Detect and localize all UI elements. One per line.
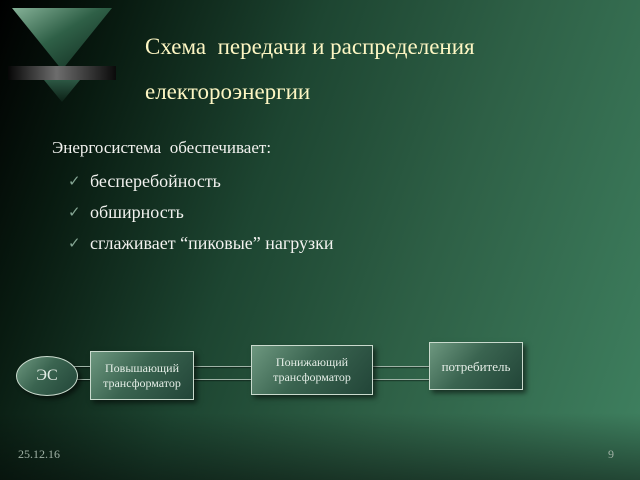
bullet-item: ✓ обширность — [68, 197, 334, 228]
title-line-1: Схема передачи и распределения — [145, 34, 475, 59]
bullet-list: ✓ бесперебойность ✓ обширность ✓ сглажив… — [68, 166, 334, 259]
node-label-line-1: Понижающий — [275, 355, 349, 369]
node-consumer: потребитель — [429, 342, 523, 390]
bullet-item: ✓ сглаживает “пиковые” нагрузки — [68, 228, 334, 259]
bullet-item: ✓ бесперебойность — [68, 166, 334, 197]
node-label-line-2: трансформатор — [273, 370, 351, 384]
bullet-text: сглаживает “пиковые” нагрузки — [90, 233, 334, 253]
slide-title: Схема передачи и распределения електороэ… — [145, 24, 625, 114]
node-step-up-transformer: Повышающий трансформатор — [90, 351, 194, 400]
bullet-text: бесперебойность — [90, 171, 221, 191]
node-label-line-1: Повышающий — [104, 360, 179, 375]
node-label: ЭС — [36, 367, 58, 384]
slide-number: 9 — [608, 447, 614, 461]
check-bullet-icon: ✓ — [68, 205, 81, 221]
check-bullet-icon: ✓ — [68, 236, 81, 252]
triangle-logo-icon — [8, 6, 116, 106]
node-label-line-2: трансформатор — [103, 375, 181, 390]
node-step-down-transformer: Понижающий трансформатор — [251, 345, 373, 395]
node-power-system: ЭС — [16, 356, 78, 396]
node-label: потребитель — [441, 358, 511, 374]
check-bullet-icon: ✓ — [68, 174, 81, 190]
bullet-text: обширность — [90, 202, 184, 222]
slide-date: 25.12.16 — [18, 447, 60, 461]
title-line-2: електороэнергии — [145, 79, 311, 104]
intro-text: Энергосистема обеспечивает: — [52, 138, 272, 157]
